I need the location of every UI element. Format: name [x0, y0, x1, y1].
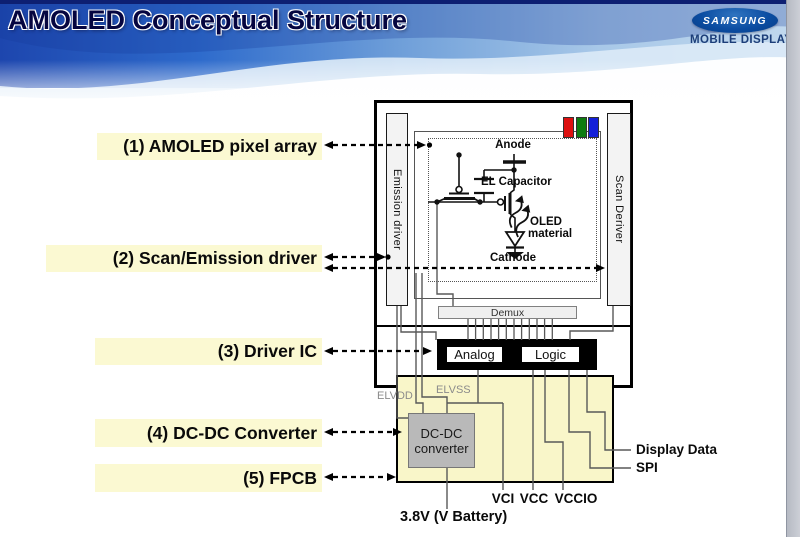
emission-driver-bar: Emission driver — [386, 113, 408, 306]
analog-block: Analog — [446, 346, 503, 363]
scan-driver-bar: Scan Deriver — [607, 113, 631, 306]
page-title: AMOLED Conceptual Structure — [8, 5, 408, 35]
pixel-array-dotted-box — [428, 138, 597, 282]
emission-driver-label: Emission driver — [391, 168, 403, 251]
cathode-label: Cathode — [490, 252, 536, 264]
red-swatch — [563, 117, 574, 138]
demux-label: Demux — [490, 306, 525, 319]
scan-driver-label: Scan Deriver — [613, 175, 625, 244]
callout-scan-emission-driver: (2) Scan/Emission driver — [46, 245, 322, 272]
dcdc-label-line2: converter — [414, 440, 469, 456]
vci-label: VCI — [491, 491, 515, 506]
callout-label: (3) Driver IC — [217, 341, 317, 361]
logic-block: Logic — [521, 346, 580, 363]
demux-box: Demux — [438, 306, 577, 319]
banner-waves — [0, 0, 800, 112]
samsung-logo-text: SAMSUNG — [702, 14, 768, 27]
elvss-label: ELVSS — [436, 384, 471, 396]
callout-pixel-array: (1) AMOLED pixel array — [97, 133, 322, 160]
dcdc-label-line1: DC-DC — [420, 425, 463, 441]
samsung-logo: SAMSUNG — [692, 8, 778, 33]
callout-label: (4) DC-DC Converter — [146, 422, 317, 443]
el-capacitor-label: EL Capacitor — [481, 176, 552, 188]
anode-label: Anode — [495, 139, 531, 151]
oled-material-label-line1: OLED — [530, 216, 562, 228]
vccio-label: VCCIO — [554, 491, 598, 506]
brand-division-label: MOBILE DISPLAY — [690, 34, 793, 46]
blue-swatch — [588, 117, 599, 138]
vcc-label: VCC — [519, 491, 549, 506]
battery-label: 3.8V (V Battery) — [400, 509, 508, 525]
elvdd-label: ELVDD — [377, 390, 413, 402]
callout-driver-ic: (3) Driver IC — [95, 338, 322, 365]
spi-label: SPI — [636, 460, 658, 475]
callout-label: (5) FPCB — [243, 467, 317, 488]
slide-edge-strip — [786, 0, 800, 537]
oled-material-label-line2: material — [528, 228, 573, 240]
callout-fpcb: (5) FPCB — [95, 464, 322, 492]
header-banner: AMOLED Conceptual Structure SAMSUNG MOBI… — [0, 0, 800, 112]
analog-label: Analog — [454, 347, 495, 362]
callout-label: (2) Scan/Emission driver — [112, 248, 317, 268]
green-swatch — [576, 117, 587, 138]
dcdc-converter-box: DC-DC converter — [408, 413, 475, 468]
display-data-label: Display Data — [636, 442, 718, 457]
logic-label: Logic — [534, 347, 567, 362]
callout-label: (1) AMOLED pixel array — [123, 136, 317, 156]
callout-dcdc-converter: (4) DC-DC Converter — [95, 419, 322, 447]
glass-substrate-outline — [414, 131, 601, 299]
